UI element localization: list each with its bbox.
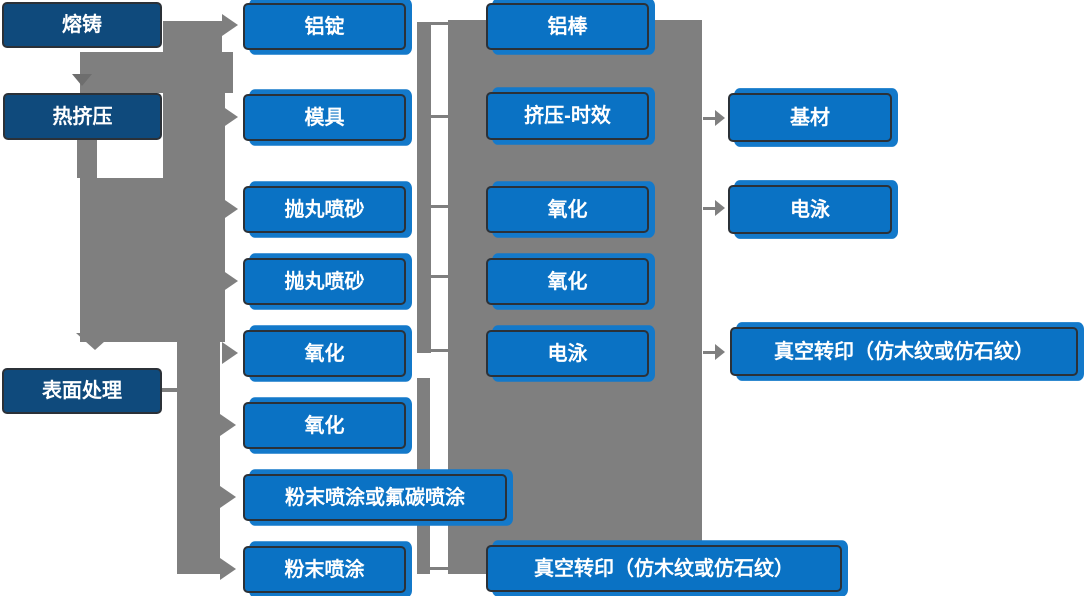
connector-mid-line — [431, 349, 448, 352]
node-substrate: 基材 — [728, 93, 892, 142]
arrow-right-icon — [222, 14, 238, 36]
node-label: 热挤压 — [52, 105, 113, 128]
connector-line-surface-treatment — [162, 388, 178, 392]
node-label: 铝锭 — [304, 15, 345, 38]
node-label: 氧化 — [304, 414, 345, 437]
node-label: 电泳 — [547, 342, 588, 365]
node-label: 电泳 — [790, 198, 830, 221]
node-shot-blast-2: 抛丸喷砂 — [243, 258, 406, 305]
node-aluminum-ingot: 铝锭 — [243, 3, 406, 50]
arrow-right-icon — [222, 198, 238, 220]
node-vacuum-transfer-2: 真空转印（仿木纹或仿石纹） — [730, 327, 1078, 376]
node-label: 熔铸 — [62, 14, 102, 36]
node-label: 表面处理 — [42, 380, 122, 402]
node-label: 模具 — [304, 106, 345, 129]
node-label: 抛丸喷砂 — [284, 270, 365, 293]
node-oxidation-2: 氧化 — [243, 402, 406, 449]
node-label: 基材 — [790, 106, 830, 129]
arrow-right-icon — [220, 558, 236, 580]
node-powder-or-fluorocarbon: 粉末喷涂或氟碳喷涂 — [243, 474, 507, 521]
node-surface-treatment: 表面处理 — [2, 368, 162, 414]
arrow-right-icon — [222, 270, 238, 292]
node-label: 氧化 — [547, 198, 588, 221]
connector-strip-left — [77, 140, 97, 178]
node-mold: 模具 — [243, 94, 406, 141]
node-oxidation-3: 氧化 — [486, 186, 649, 233]
node-aluminum-rod: 铝棒 — [486, 3, 649, 50]
node-label: 粉末喷涂 — [284, 558, 365, 581]
node-oxidation-4: 氧化 — [486, 258, 649, 305]
node-label: 铝棒 — [547, 15, 588, 38]
arrow-line — [703, 117, 716, 120]
node-shot-blast-1: 抛丸喷砂 — [243, 186, 406, 233]
connector-trunk-top — [163, 21, 222, 52]
connector-trunk-right — [163, 93, 225, 178]
arrow-right-icon — [715, 200, 725, 216]
connector-bar-lower-left — [177, 342, 220, 574]
connector-mid-line — [431, 115, 448, 118]
node-label: 氧化 — [547, 270, 588, 293]
arrow-down-icon — [76, 333, 114, 350]
connector-mid-line — [431, 205, 448, 208]
connector-mid-line — [431, 22, 448, 25]
arrow-line — [703, 351, 716, 354]
node-melting: 熔铸 — [2, 2, 162, 48]
arrow-right-icon — [222, 106, 238, 128]
arrow-right-icon — [222, 342, 238, 364]
node-electrophoresis-2: 电泳 — [728, 185, 892, 234]
arrow-down-icon — [72, 74, 92, 86]
arrow-right-icon — [715, 344, 725, 360]
node-label: 抛丸喷砂 — [284, 198, 365, 221]
node-electrophoresis-1: 电泳 — [486, 330, 649, 377]
node-label: 氧化 — [304, 342, 345, 365]
node-oxidation-1: 氧化 — [243, 330, 406, 377]
node-label: 挤压-时效 — [524, 105, 611, 127]
connector-mid-line — [430, 567, 448, 570]
node-label: 真空转印（仿木纹或仿石纹） — [774, 340, 1034, 363]
node-label: 真空转印（仿木纹或仿石纹） — [534, 557, 794, 580]
node-vacuum-transfer-1: 真空转印（仿木纹或仿石纹） — [486, 545, 842, 592]
node-hot-extrusion: 热挤压 — [3, 93, 162, 140]
node-extrusion-aging: 挤压-时效 — [486, 92, 649, 140]
connector-trunk-mid — [80, 178, 225, 342]
connector-mid-bar-upper — [417, 22, 431, 353]
arrow-right-icon — [220, 414, 236, 436]
arrow-line — [703, 207, 716, 210]
connector-mid-line — [431, 275, 448, 278]
connector-trunk-band — [80, 52, 233, 93]
arrow-right-icon — [220, 486, 236, 508]
node-label: 粉末喷涂或氟碳喷涂 — [285, 486, 465, 509]
arrow-right-icon — [715, 110, 725, 126]
node-powder-coating: 粉末喷涂 — [243, 546, 406, 593]
